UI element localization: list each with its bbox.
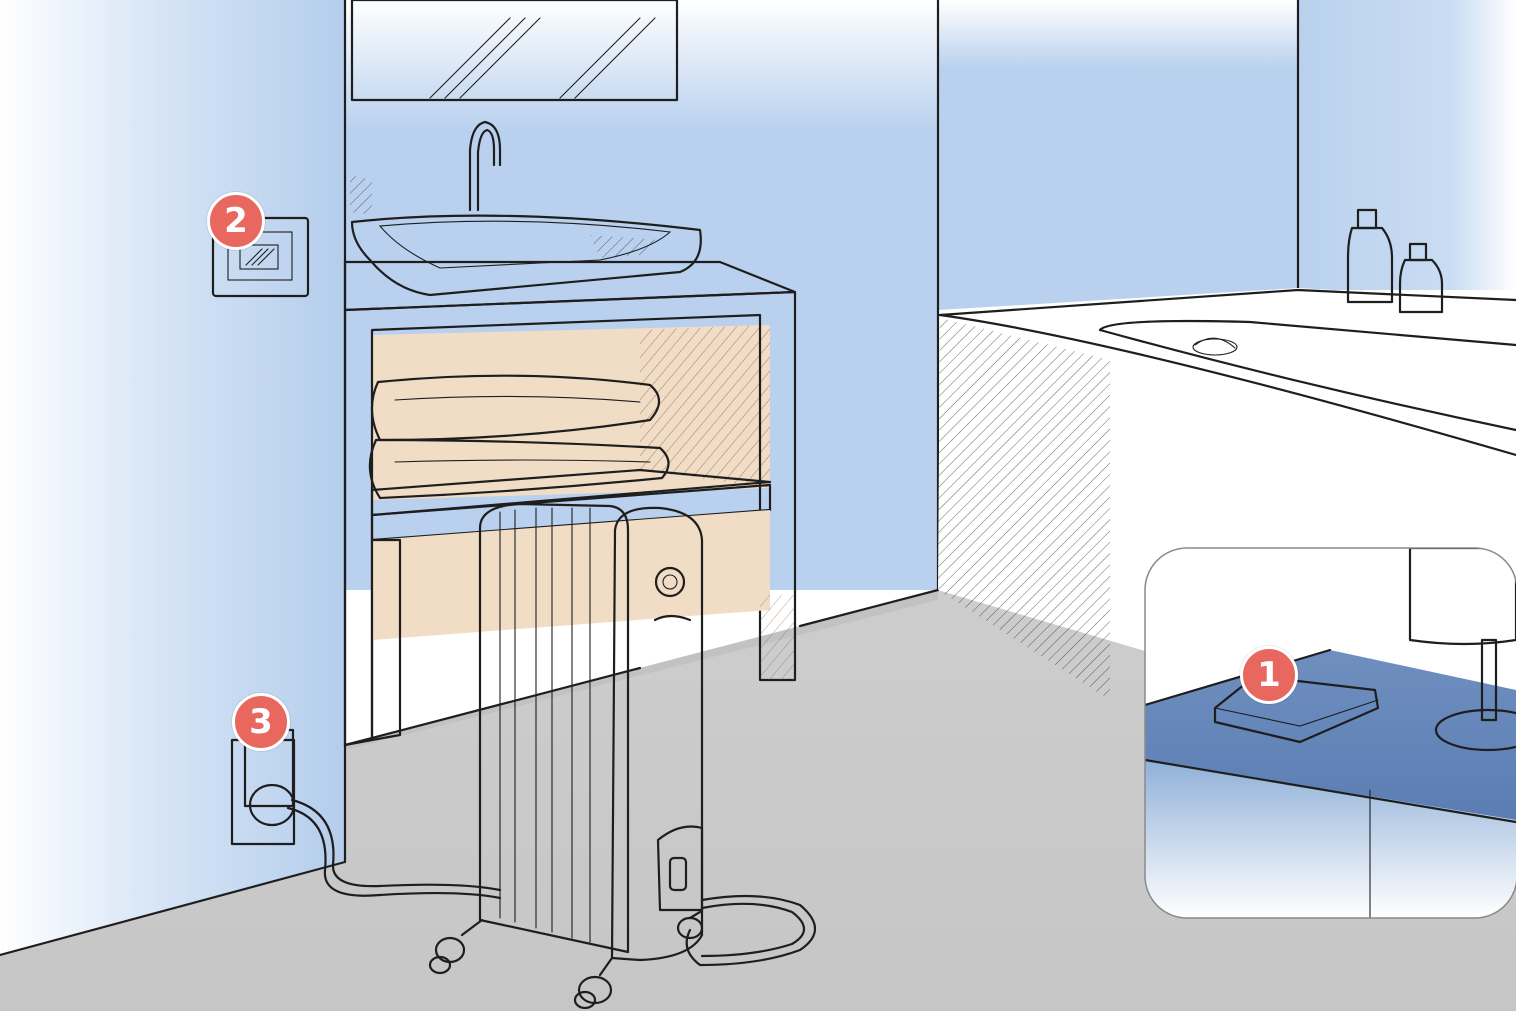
inset-thermostat-detail (1145, 548, 1516, 918)
marker-thermostat: 1 (1240, 646, 1298, 704)
marker-smart-plug: 3 (232, 693, 290, 751)
marker-wall-controller: 2 (207, 192, 265, 250)
